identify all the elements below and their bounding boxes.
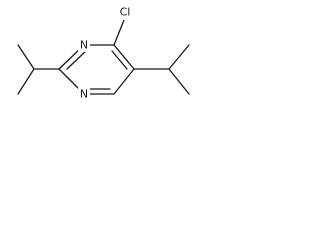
bond-isopropyl2-methyl-b xyxy=(17,68,35,95)
double-bond-c2-n3-inner xyxy=(66,49,88,70)
double-bond-c4-c5-inner xyxy=(111,50,128,70)
bond-c5-c6 xyxy=(113,68,135,95)
bond-c4-cl xyxy=(113,19,125,46)
nitrogen-top-label-bg xyxy=(78,37,90,52)
atom-labels: Cl N N xyxy=(78,5,135,101)
nitrogen-top-label: N xyxy=(80,39,88,52)
pyrimidine-ring xyxy=(58,44,135,95)
bond-c4-c5 xyxy=(113,44,135,70)
bond-isopropyl5-methyl-a xyxy=(168,44,190,70)
chlorine-label-bg xyxy=(115,5,135,20)
nitrogen-bottom-label: N xyxy=(80,88,88,101)
bond-isopropyl5-methyl-b xyxy=(168,68,190,95)
chlorine-label: Cl xyxy=(120,6,131,19)
molecule-diagram: Cl N N xyxy=(17,5,190,101)
substituents xyxy=(17,19,190,95)
nitrogen-bottom-label-bg xyxy=(78,86,90,101)
bond-isopropyl2-methyl-a xyxy=(17,44,35,70)
